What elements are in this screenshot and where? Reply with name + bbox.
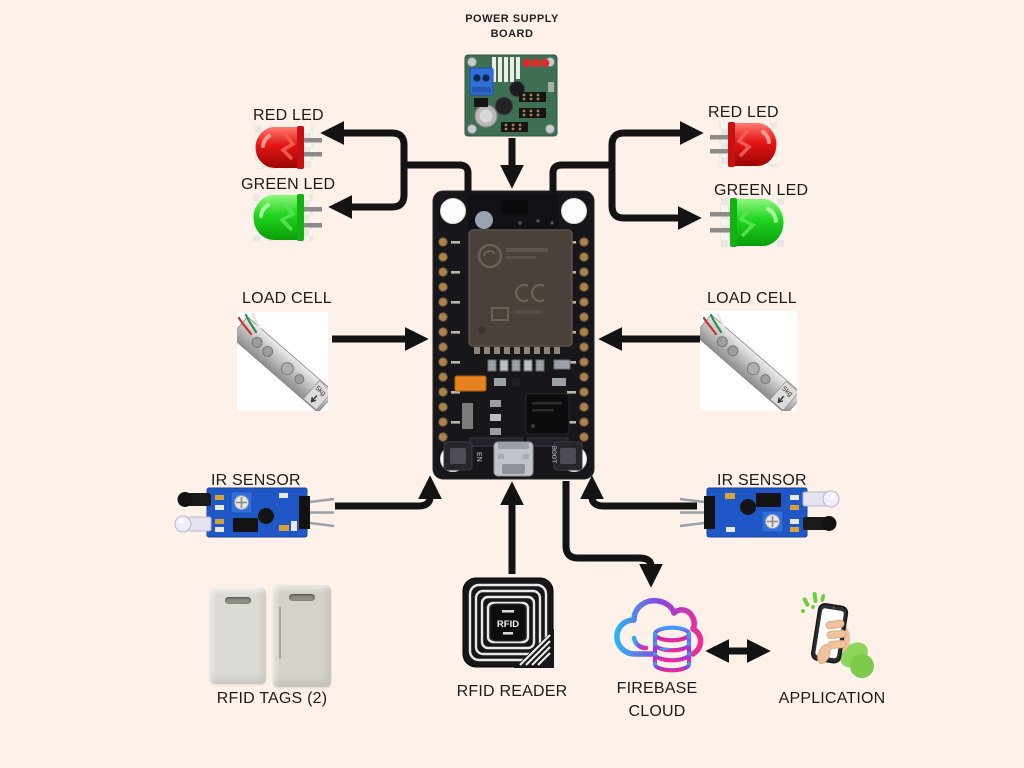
svg-text:EN: EN: [475, 452, 482, 462]
castellated-pins: [474, 347, 560, 354]
rfid-tags-label: RFID TAGS (2): [216, 690, 328, 707]
power-supply-label: POWER SUPPLY BOARD: [465, 13, 559, 40]
rfid-tag-2: [273, 585, 331, 687]
en-button: EN: [443, 441, 482, 471]
esp32-board: EN BOOT: [432, 190, 595, 480]
arrow-left-ir-to-esp32: [335, 475, 442, 510]
green-led-right-icon: [710, 198, 784, 247]
firebase-label: FIREBASE CLOUD: [616, 680, 698, 720]
arrow-branch-to-left-leds: [320, 121, 408, 219]
arrow-esp32-to-firebase: [562, 481, 663, 588]
boot-button: BOOT: [550, 441, 583, 471]
load-cell-left-icon: 5kg: [237, 312, 328, 411]
database-icon: [652, 625, 692, 673]
ir-sensor-left-label: IR SENSOR: [211, 472, 301, 489]
rfid-tag-1: [210, 588, 266, 684]
heatsink: [492, 57, 520, 82]
red-led-left-icon: [255, 126, 322, 169]
load-cell-left-label: LOAD CELL: [242, 290, 332, 307]
arrow-branch-to-right-leds: [608, 121, 704, 230]
rfid-reader-label: RFID READER: [456, 683, 568, 700]
pin-headers: [501, 92, 546, 132]
ir-sensor-left-icon: [174, 487, 335, 538]
svg-text:RFID: RFID: [497, 619, 519, 630]
pin-rows: [438, 237, 589, 442]
tag-serial-print: [279, 607, 281, 659]
rfid-reader-icon: RFID: [462, 577, 554, 668]
application-label: APPLICATION: [778, 690, 886, 707]
green-led-right-label: GREEN LED: [714, 182, 809, 199]
svg-text:BOOT: BOOT: [550, 446, 556, 463]
ir-sensor-right-icon: [679, 487, 840, 538]
connector-esp32-to-left-led-branch: [404, 161, 472, 192]
tag-slot: [289, 594, 315, 601]
arrow-right-ir-to-esp32: [580, 475, 697, 510]
application-illustration: [801, 592, 874, 678]
esp32-shield-module: [468, 229, 573, 347]
red-led-right-icon: [710, 122, 777, 167]
power-supply-board: [464, 54, 558, 137]
load-cell-wires: [237, 312, 263, 336]
tag-slot: [225, 597, 251, 604]
green-led-left-label: GREEN LED: [241, 176, 336, 193]
ir-leds: [174, 492, 212, 533]
power-leds: [522, 58, 550, 68]
terminal-block: [469, 67, 494, 96]
load-cell-right-label: LOAD CELL: [707, 290, 797, 307]
red-led-left-label: RED LED: [253, 107, 324, 124]
smd-components: [454, 359, 571, 447]
load-cell-right-icon: 5kg: [700, 311, 797, 411]
connector-esp32-to-right-led-branch: [549, 161, 612, 192]
micro-usb-port: [493, 441, 534, 477]
red-led-right-label: RED LED: [708, 104, 779, 121]
ir-sensor-right-label: IR SENSOR: [717, 472, 807, 489]
header-pins: [299, 496, 335, 529]
firebase-cloud-icon: [614, 597, 704, 673]
green-led-left-icon: [253, 194, 322, 241]
